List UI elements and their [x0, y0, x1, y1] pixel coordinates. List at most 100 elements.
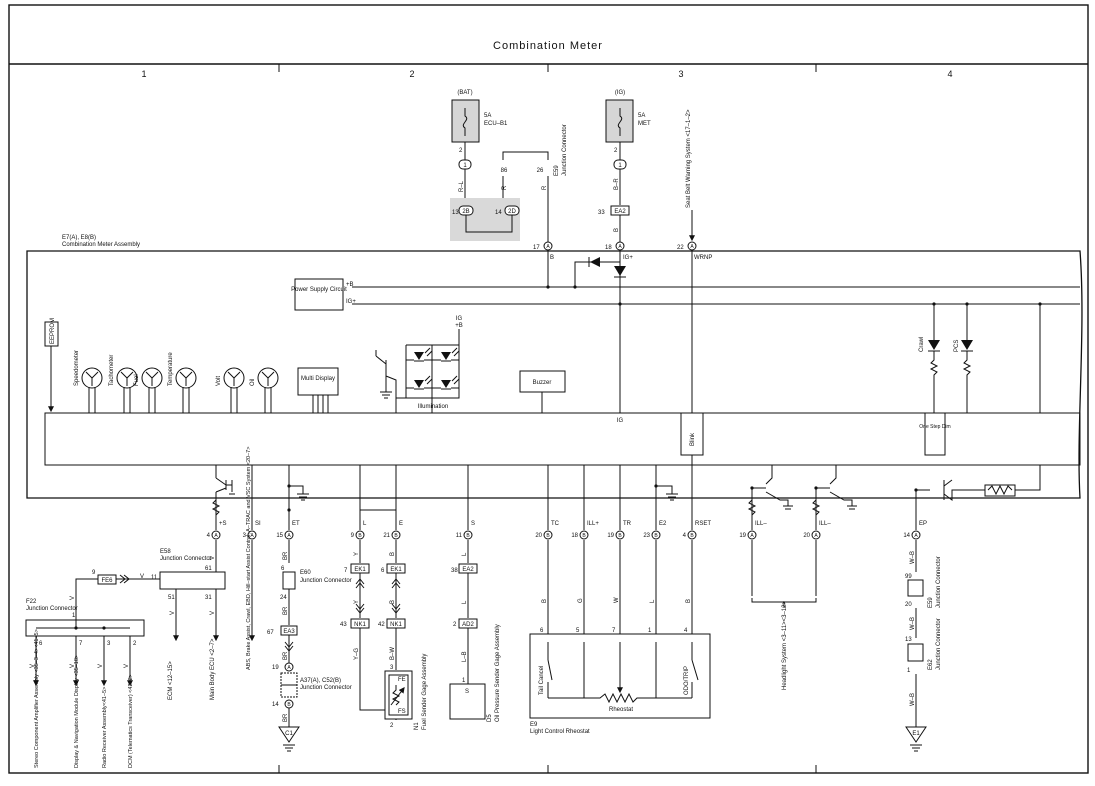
e59-junction-top: 86 26 E59 Junction Connector R R [501, 124, 568, 245]
illumination-led [414, 352, 424, 360]
bottom-pin-num: 3 [243, 533, 247, 539]
oil-sender-box [449, 683, 486, 720]
top-pin-22-letter: A [690, 244, 694, 250]
pcs-label: PCS [954, 340, 960, 352]
ea2-bottom-code: EA2 [462, 567, 474, 573]
wire-br: B–R [614, 178, 620, 190]
e60-box [282, 571, 296, 590]
fuel-wire-b: B [390, 552, 396, 556]
e62-desc: Junction Connector [936, 618, 942, 670]
ep-wire-2: W–B [910, 617, 916, 630]
bottom-pin-14a [911, 530, 921, 540]
fe6-pin: 9 [92, 570, 96, 576]
et-wire-1: BR [283, 551, 289, 560]
assembly-desc: Combination Meter Assembly [62, 242, 140, 248]
e62-pin-a: 13 [905, 637, 912, 643]
e59b-box [907, 579, 924, 597]
oil-wire-lb: L–B [462, 651, 468, 662]
gauge-label-fuel: Fuel [134, 374, 140, 386]
bottom-pin-num: 19 [607, 533, 614, 539]
e1-label: E1 [912, 731, 920, 737]
fuse-rating-ecu-b1: 5A [484, 113, 491, 119]
bottom-pin-label: S [471, 521, 475, 527]
headlight-brace: Headlight System <3–11><3–12> [751, 540, 817, 690]
e59-wire-right: R [542, 185, 548, 190]
bottom-pin-num: 14 [903, 533, 910, 539]
fuse-conn-text-ecu-b1: 1 [463, 163, 467, 169]
e59-desc: Junction Connector [562, 124, 568, 176]
node-14 [102, 626, 106, 630]
conn-2b-pin: 13 [452, 210, 459, 216]
ig-b-ig: IG [456, 316, 463, 322]
crawl-pcs-leds: Crawl PCS [919, 304, 1041, 413]
f22-destination: Display & Navigation Module Display <35–… [74, 655, 80, 768]
column-label-4: 4 [947, 69, 952, 79]
e58-name: E58 [160, 549, 171, 555]
gauge-label-speedometer: Speedometer [74, 350, 80, 386]
fuse-source-bat: (BAT) [457, 90, 472, 96]
e62-pin-b: 1 [907, 668, 911, 674]
multi-display-box [297, 367, 339, 396]
rheostat-wire: B [686, 599, 692, 603]
led-rays [424, 375, 433, 385]
ep-chain: W–B 99 20 E59 Junction Connector W–B 13 … [905, 540, 942, 752]
ek1-code-2: EK1 [390, 567, 402, 573]
a37-bottom-pin: 14 [272, 702, 279, 708]
headlight-text: Headlight System <3–11><3–12> [782, 601, 788, 690]
e58-pin-31: 31 [205, 595, 212, 601]
node-11 [914, 488, 918, 492]
a37-bottom-letter: B [287, 702, 291, 708]
wire-v-2: V [210, 556, 216, 560]
illumination-led [441, 380, 451, 388]
bottom-pin-letter: A [287, 533, 291, 539]
fuel-sender-desc: Fuel Sender Gage Assembly [422, 654, 428, 730]
e59-name: E59 [554, 165, 560, 176]
illumination-led [441, 352, 451, 360]
f22-pin: 2 [133, 641, 137, 647]
power-supply-label: Power Supply Circuit [291, 287, 347, 293]
e59b-pin-a: 99 [905, 574, 912, 580]
crawl-label: Crawl [919, 337, 925, 352]
diagram-title: Combination Meter [493, 40, 603, 52]
ea2-top-pin: 33 [598, 210, 605, 216]
f22-wire: V [70, 664, 76, 668]
column-label-1: 1 [141, 69, 146, 79]
f22-wire: V [98, 664, 104, 668]
oil-sender-chain: L 38 EA2 L 2 AD2 L–B 1 S D5 Oil Pressure… [449, 540, 501, 722]
bottom-pin-num: 20 [803, 533, 810, 539]
bottom-pin-num: 4 [683, 533, 687, 539]
node-7 [287, 484, 291, 488]
bottom-pin-letter: A [214, 533, 218, 539]
buzzer-label: Buzzer [533, 380, 552, 386]
ground-e1 [905, 726, 927, 743]
e58-pin-61: 61 [205, 566, 212, 572]
top-pin-22-num: 22 [677, 245, 684, 251]
e62-box [907, 643, 924, 662]
f22-desc: Junction Connector [26, 606, 78, 612]
gauge-needle [261, 371, 275, 386]
ig-plus-label: IG+ [346, 299, 356, 305]
internal-top-wiring [352, 250, 1080, 413]
ecm-text: ECM <12–15> [168, 661, 174, 700]
bottom-pin-letter: B [546, 533, 550, 539]
conn-2b-code: 2B [462, 209, 469, 215]
fe6-code: FE6 [101, 578, 113, 584]
bottom-pin-letter: B [582, 533, 586, 539]
led-rays [451, 347, 460, 357]
ea3-pin: 67 [267, 630, 274, 636]
rheostat-label: Rheostat [609, 707, 633, 713]
bottom-pin-label: TR [623, 521, 632, 527]
gauge-needle [145, 371, 159, 386]
bottom-pin-letter: B [654, 533, 658, 539]
abs-text: ABS, Brake Assist, Crawl, EBD, Hill–star… [246, 447, 252, 670]
top-pin-17-label: B [550, 255, 554, 261]
seat-belt-text: Seat Belt Warning System <17–1–2> [686, 109, 692, 208]
assembly-name: E7(A), E8(B) [62, 235, 96, 241]
e59b-pin-b: 20 [905, 602, 912, 608]
a37-top-circle [284, 662, 294, 672]
ep-wire-1: W–B [910, 551, 916, 564]
node-3 [618, 302, 622, 306]
wire-v-4: V [210, 611, 216, 615]
